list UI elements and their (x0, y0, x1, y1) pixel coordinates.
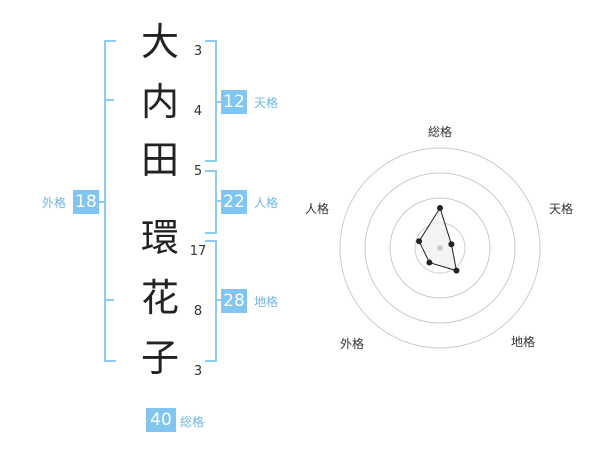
name-character-2: 内 (140, 80, 179, 124)
chikaku-label: 地格 (254, 295, 279, 309)
name-character-1: 大 (140, 20, 179, 64)
name-character-4: 環 (140, 216, 179, 260)
radar-grid-ring (339, 147, 541, 349)
jinkaku-value-badge: 22 (221, 190, 247, 214)
stroke-count-5: 8 (193, 304, 203, 319)
gaikaku-bracket-tick (104, 99, 114, 101)
chikaku-value-badge: 28 (221, 289, 247, 313)
stroke-count-1: 3 (193, 44, 203, 59)
stroke-count-4: 17 (189, 244, 207, 259)
stroke-count-6: 3 (193, 364, 203, 379)
radar-series-polygon (418, 206, 458, 272)
radar-axis-label-jinkaku: 人格 (305, 202, 330, 216)
name-character-3: 田 (140, 138, 179, 182)
gaikaku-bracket-tick (104, 299, 114, 301)
radar-axis-label-gaikaku: 外格 (340, 337, 365, 351)
radar-data-point (416, 238, 423, 245)
jinkaku-label: 人格 (254, 196, 279, 210)
stroke-count-3: 5 (193, 164, 203, 179)
radar-data-point (437, 205, 443, 211)
jinkaku-bracket (205, 170, 217, 234)
tenkaku-label: 天格 (254, 96, 279, 110)
stroke-count-2: 4 (193, 104, 203, 119)
radar-center-dot (437, 245, 443, 251)
gaikaku-bracket-connector (94, 201, 104, 203)
chikaku-bracket-connector (215, 299, 221, 301)
radar-axis-label-chikaku: 地格 (511, 335, 536, 349)
tenkaku-bracket-connector (215, 101, 221, 103)
radar-grid-ring (389, 197, 491, 299)
radar-grid-ring (364, 172, 516, 324)
tenkaku-value-badge: 12 (221, 90, 247, 114)
chikaku-bracket (205, 240, 217, 362)
radar-data-point (453, 267, 460, 274)
gaikaku-label: 外格 (42, 196, 67, 210)
radar-data-point (448, 241, 455, 248)
gaikaku-bracket (104, 40, 116, 362)
name-character-5: 花 (140, 276, 179, 320)
soukaku-value-badge: 40 (146, 408, 176, 432)
radar-axis-label-tenkaku: 天格 (549, 202, 574, 216)
jinkaku-bracket-connector (215, 200, 221, 202)
radar-data-point (426, 259, 433, 266)
gaikaku-value-badge: 18 (73, 190, 99, 214)
radar-axis-label-soukaku: 総格 (428, 125, 453, 139)
soukaku-label: 総格 (180, 415, 205, 429)
name-character-6: 子 (140, 336, 179, 380)
